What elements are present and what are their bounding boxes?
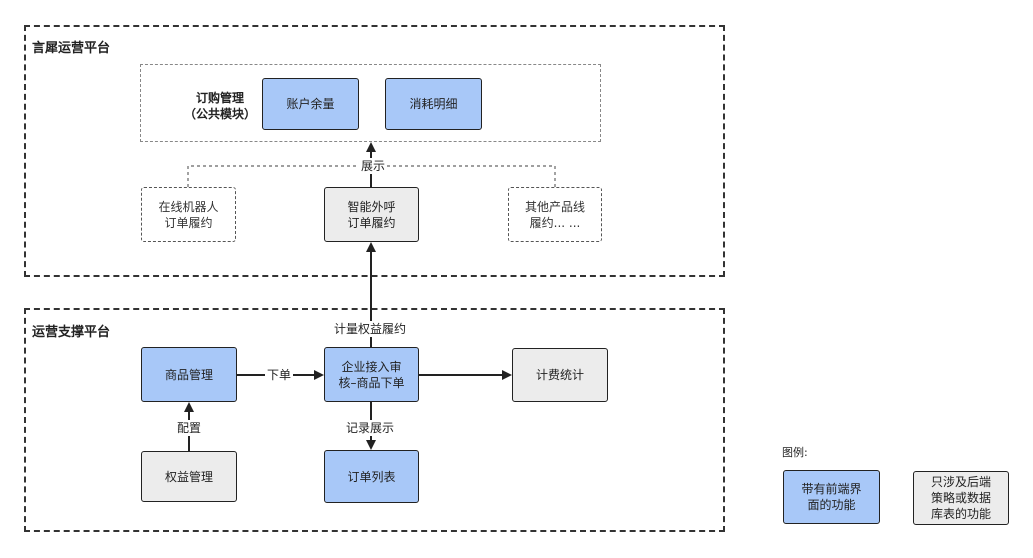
platform-region-ops-support bbox=[24, 308, 725, 532]
edge-label-display: 展示 bbox=[359, 158, 388, 174]
node-billing-stats: 计费统计 bbox=[512, 348, 608, 402]
node-order-list: 订单列表 bbox=[324, 450, 419, 503]
node-smart-call-fulfillment: 智能外呼 订单履约 bbox=[324, 187, 419, 242]
legend-title: 图例: bbox=[780, 445, 810, 461]
node-online-robot-fulfillment: 在线机器人 订单履约 bbox=[141, 187, 236, 242]
display-connector-right bbox=[372, 165, 556, 187]
node-enterprise-review: 企业接入审 核–商品下单 bbox=[324, 347, 419, 402]
edge-label-metering: 计量权益履约 bbox=[332, 321, 409, 337]
edge-label-configure: 配置 bbox=[175, 420, 204, 436]
region-title-yanxi: 言犀运营平台 bbox=[32, 41, 111, 56]
edge-label-place-order: 下单 bbox=[265, 367, 294, 383]
edge-label-record-display: 记录展示 bbox=[344, 420, 397, 436]
legend-backend-swatch: 只涉及后端 策略或数据 库表的功能 bbox=[913, 471, 1009, 525]
display-connector-left bbox=[187, 165, 370, 187]
node-consumption-detail: 消耗明细 bbox=[385, 78, 482, 130]
platform-region-yanxi bbox=[24, 25, 725, 277]
node-product-mgmt: 商品管理 bbox=[141, 347, 237, 402]
order-mgmt-label: 订购管理 （公共模块） bbox=[183, 91, 256, 121]
node-rights-mgmt: 权益管理 bbox=[141, 451, 237, 502]
legend-frontend-swatch: 带有前端界 面的功能 bbox=[783, 470, 880, 524]
order-mgmt-group bbox=[140, 64, 601, 142]
node-other-product-lines: 其他产品线 履约... ... bbox=[508, 187, 602, 242]
node-account-balance: 账户余量 bbox=[262, 78, 359, 130]
region-title-ops-support: 运营支撑平台 bbox=[32, 325, 111, 340]
